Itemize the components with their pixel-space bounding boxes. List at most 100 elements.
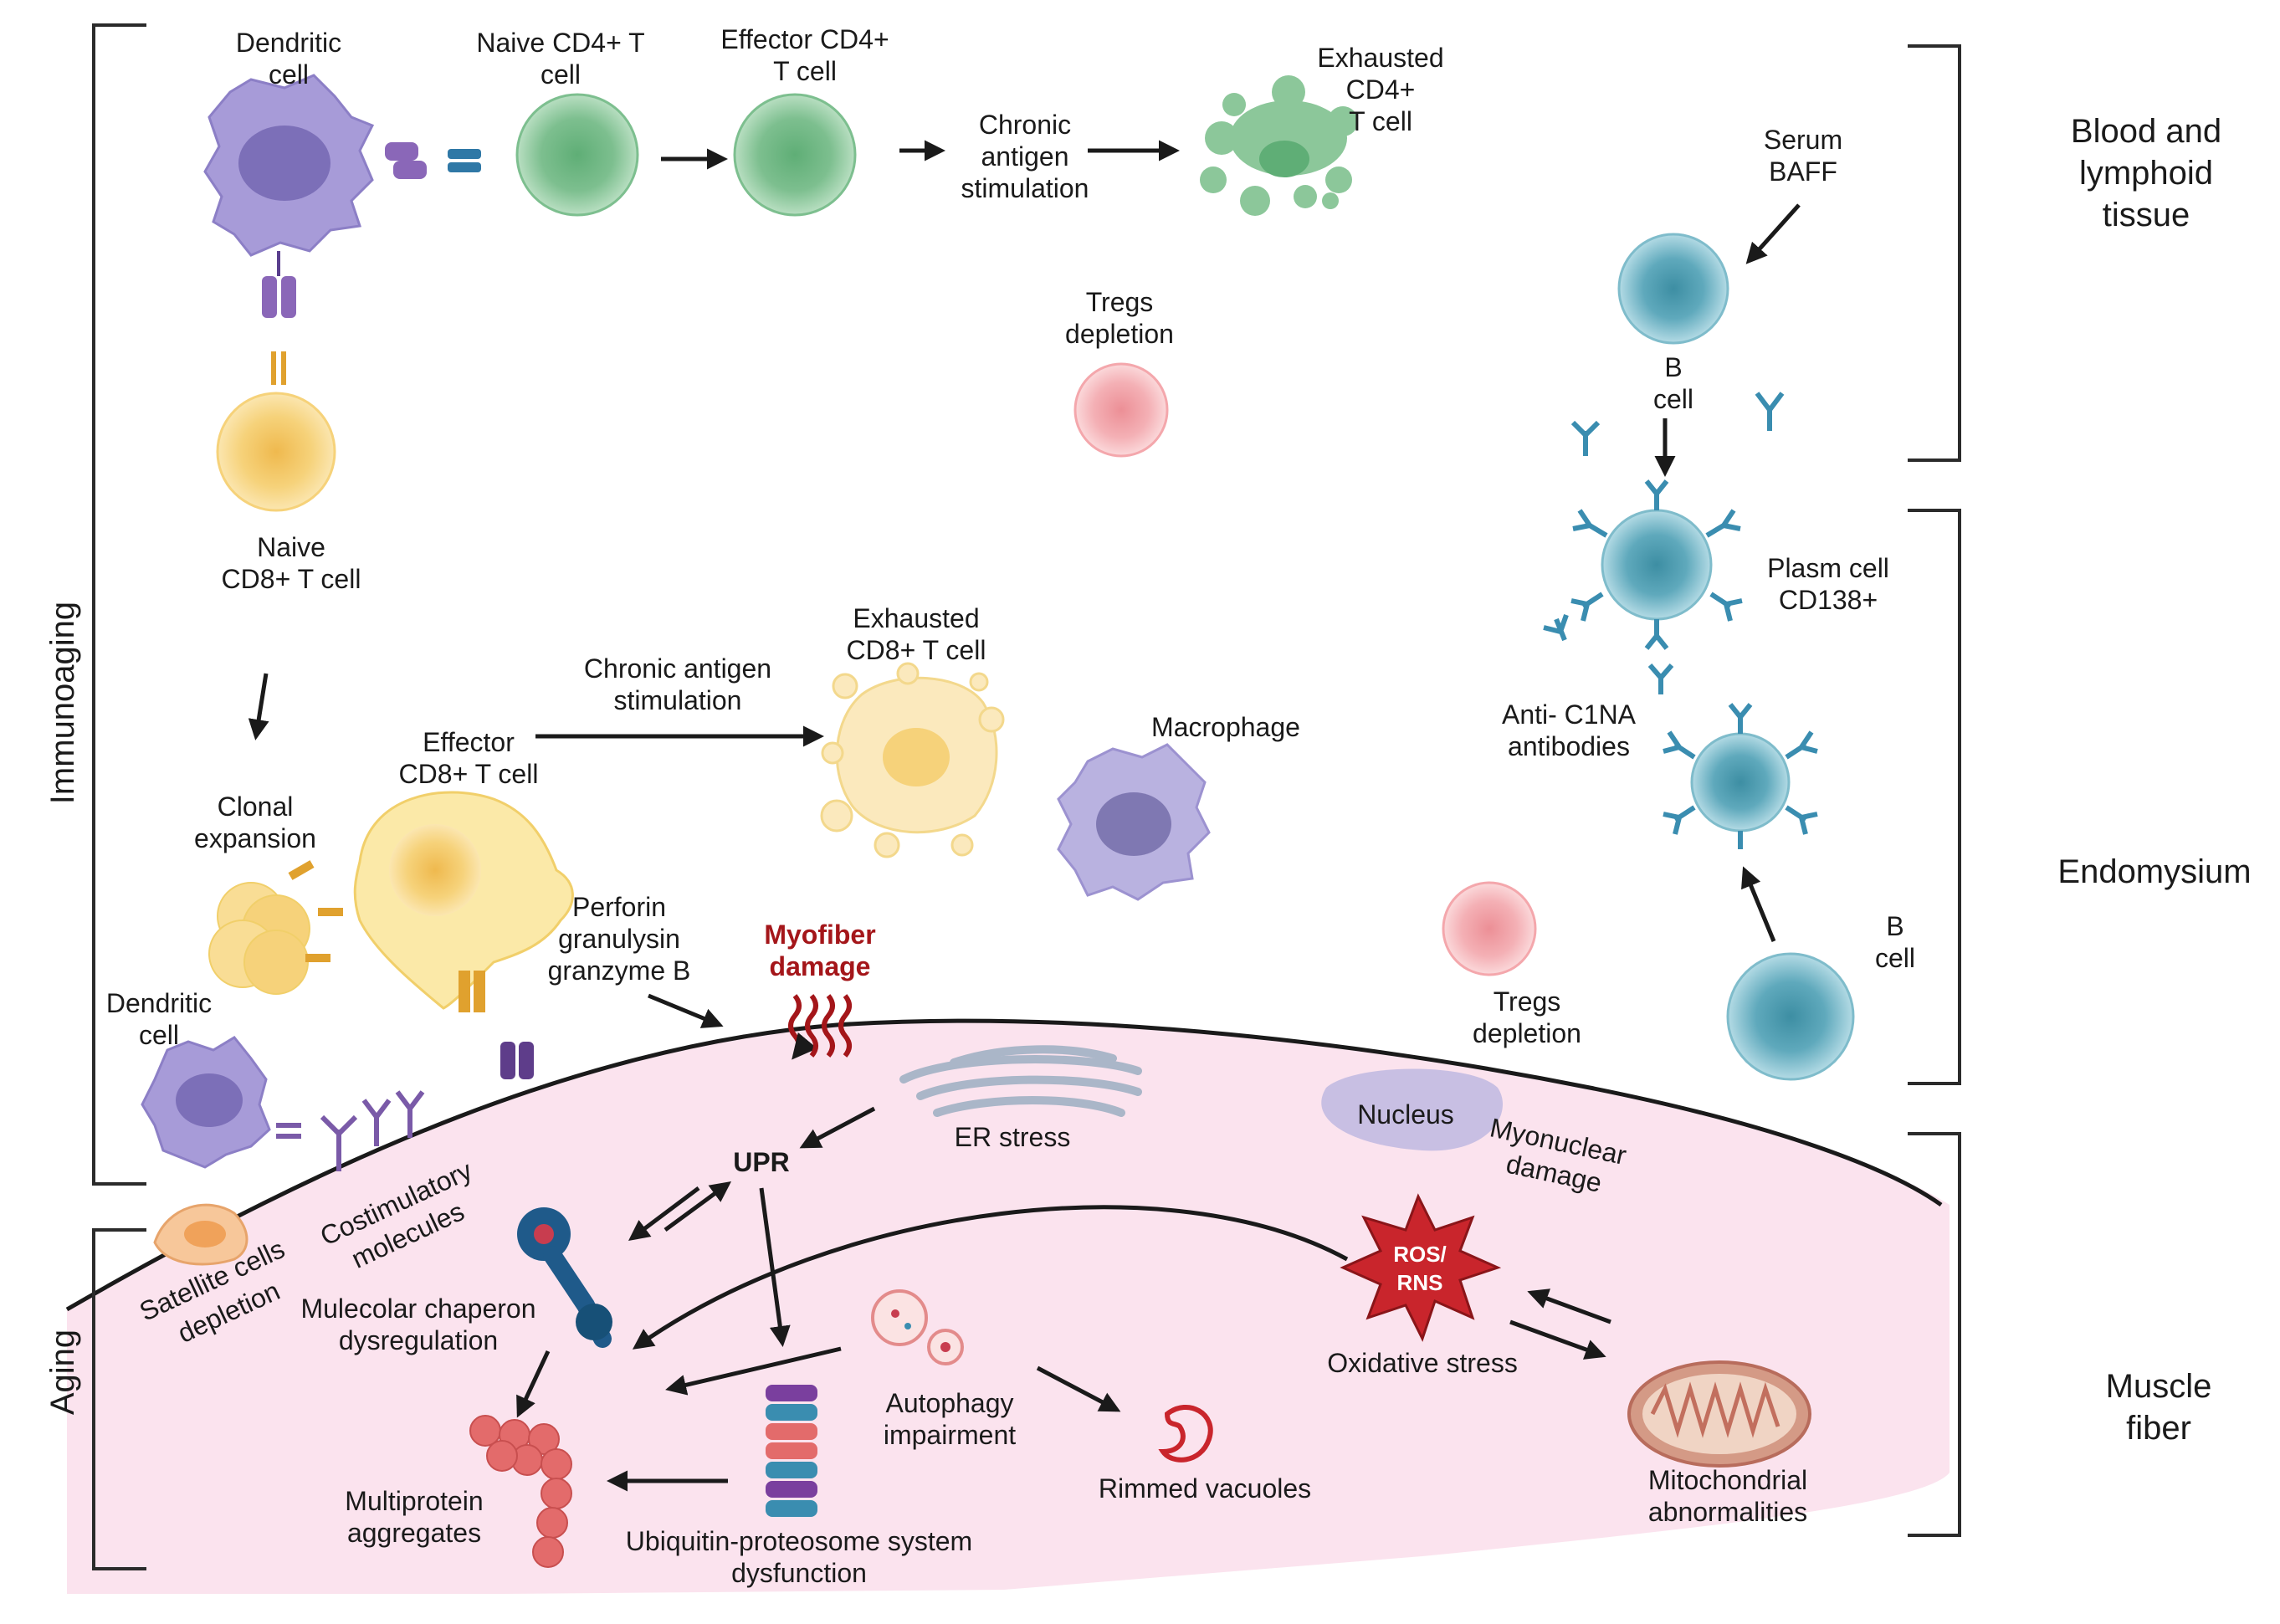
ros-label-1: ROS/ — [1393, 1242, 1447, 1267]
dendritic-top-label-1: Dendritic — [236, 28, 341, 58]
plasm-cell-2 — [1663, 703, 1818, 849]
antibody-free-2 — [1755, 392, 1785, 431]
aging-bracket — [92, 1228, 146, 1570]
muscle-fiber-membrane — [65, 1018, 1943, 1312]
upr-label: UPR — [733, 1147, 790, 1177]
er-stress-icon — [899, 1045, 1142, 1117]
arrow-ros-chaperon — [632, 1205, 1349, 1350]
receptor-pair-cd4 — [385, 142, 481, 179]
chronic-top-label-2: antigen — [981, 141, 1069, 172]
arrow-perforin-myofiber — [648, 993, 724, 1028]
arrow-upr-ups — [759, 1187, 791, 1347]
autophagy-icon — [871, 1289, 964, 1365]
dendritic-bottom-label-1: Dendritic — [106, 988, 212, 1018]
b-cell-top-label-2: cell — [1653, 384, 1693, 414]
ups-label-2: dysfunction — [731, 1558, 867, 1588]
plasm-cell-label-1: Plasm cell — [1767, 553, 1889, 583]
dendritic-cell-top — [203, 74, 375, 257]
arrow-naive-clonal — [248, 673, 269, 740]
exhausted-cd4-label-3: T cell — [1349, 106, 1412, 136]
ros-rns-burst-icon — [1340, 1193, 1502, 1342]
mito-label-2: abnormalities — [1648, 1497, 1807, 1527]
multiprotein-aggregates-icon — [469, 1415, 572, 1568]
er-stress-label: ER stress — [955, 1122, 1071, 1152]
blood-label-3: tissue — [2103, 197, 2190, 233]
arrow-oxidative-mito — [1509, 1319, 1606, 1360]
arrow-mito-oxidative — [1527, 1288, 1611, 1324]
muscle-label-1: Muscle — [2106, 1368, 2212, 1405]
perforin-label-2: granulysin — [558, 924, 680, 954]
chronic-mid-label-1: Chronic antigen — [584, 653, 771, 684]
serum-baff-label-1: Serum — [1764, 125, 1842, 155]
clonal-label-2: expansion — [194, 823, 316, 853]
chronic-top-label-1: Chronic — [979, 110, 1071, 140]
naive-cd4-cell — [515, 93, 639, 217]
tregs-top-label-1: Tregs — [1086, 287, 1154, 317]
multiprotein-label-1: Multiprotein — [345, 1486, 483, 1516]
exhausted-cd8-label-2: CD8+ T cell — [847, 635, 986, 665]
effector-cd4-label-1: Effector CD4+ — [720, 24, 889, 54]
nucleus-label: Nucleus — [1357, 1099, 1454, 1130]
naive-cd4-label-1: Naive CD4+ T — [476, 28, 644, 58]
b-cell-bottom-label-2: cell — [1875, 943, 1915, 973]
naive-cd8-label-2: CD8+ T cell — [222, 564, 361, 594]
dendritic-cell-bottom — [141, 1036, 271, 1169]
rimmed-vacuole-icon — [1158, 1404, 1213, 1463]
arrow-baff-bcell — [1745, 203, 1801, 264]
multiprotein-label-2: aggregates — [347, 1518, 481, 1548]
b-cell-bottom — [1726, 952, 1855, 1081]
macrophage-label: Macrophage — [1151, 712, 1300, 742]
receptor-down-top — [262, 251, 296, 385]
blood-label-2: lymphoid — [2079, 155, 2213, 192]
clonal-label-1: Clonal — [218, 792, 294, 822]
b-cell-top-label-1: B — [1664, 352, 1682, 382]
ups-label-1: Ubiquitin-proteosome system — [626, 1526, 972, 1556]
myofiber-damage-icon — [788, 994, 852, 1060]
naive-cd8-cell — [216, 392, 336, 512]
muscle-label-2: fiber — [2126, 1410, 2191, 1447]
exhausted-cd8-cell — [820, 662, 1005, 858]
mito-label-1: Mitochondrial — [1648, 1465, 1807, 1495]
perforin-label-1: Perforin — [572, 892, 666, 922]
nucleus-shape — [1321, 1068, 1503, 1151]
arrow-autophagy-chaperon — [665, 1346, 842, 1396]
plasm-cell-label-2: CD138+ — [1779, 585, 1878, 615]
effector-cd8-label-1: Effector — [423, 727, 515, 757]
blood-bracket — [1908, 44, 1961, 462]
tregs-bottom-label-2: depletion — [1473, 1018, 1581, 1048]
dendritic-top-label-2: cell — [269, 59, 309, 90]
tregs-cell-bottom — [1442, 881, 1537, 976]
arrow-bcell-plasm-bottom — [1741, 866, 1776, 942]
anti-c1na-label-1: Anti- C1NA — [1502, 699, 1637, 730]
exhausted-cd4-label-1: Exhausted — [1317, 43, 1443, 73]
endomysium-label: Endomysium — [2057, 853, 2251, 890]
tregs-cell-top — [1073, 362, 1169, 458]
chaperon-label-1: Mulecolar chaperon — [300, 1294, 535, 1324]
perforin-label-3: granzyme B — [548, 955, 691, 986]
exhausted-cd4-label-2: CD4+ — [1346, 74, 1416, 105]
autophagy-label-1: Autophagy — [885, 1388, 1013, 1418]
antibody-free-1 — [1570, 420, 1601, 456]
receptor-purple-bottom — [500, 1042, 534, 1079]
endomysium-bracket — [1908, 509, 1961, 1085]
autophagy-label-2: impairment — [884, 1420, 1016, 1450]
myofiber-label-2: damage — [770, 951, 871, 981]
serum-baff-label-2: BAFF — [1769, 156, 1837, 187]
anti-c1na-label-2: antibodies — [1508, 731, 1630, 761]
chronic-top-label-3: stimulation — [961, 173, 1089, 203]
costimulatory-molecules — [276, 1090, 425, 1171]
myofiber-label-1: Myofiber — [764, 920, 875, 950]
immunoaging-label: Immunoaging — [44, 602, 81, 804]
chronic-mid-label-2: stimulation — [614, 685, 742, 715]
tregs-top-label-2: depletion — [1065, 319, 1174, 349]
rimmed-label: Rimmed vacuoles — [1099, 1473, 1311, 1504]
naive-cd8-label-1: Naive — [257, 532, 325, 562]
ros-label-2: RNS — [1397, 1270, 1443, 1295]
clonal-expansion-cluster — [208, 860, 343, 995]
tregs-bottom-label-1: Tregs — [1494, 986, 1561, 1017]
antibody-free-4 — [1647, 663, 1674, 694]
arrow-chaperon-aggregates — [516, 1350, 551, 1418]
naive-cd4-label-2: cell — [541, 59, 581, 90]
